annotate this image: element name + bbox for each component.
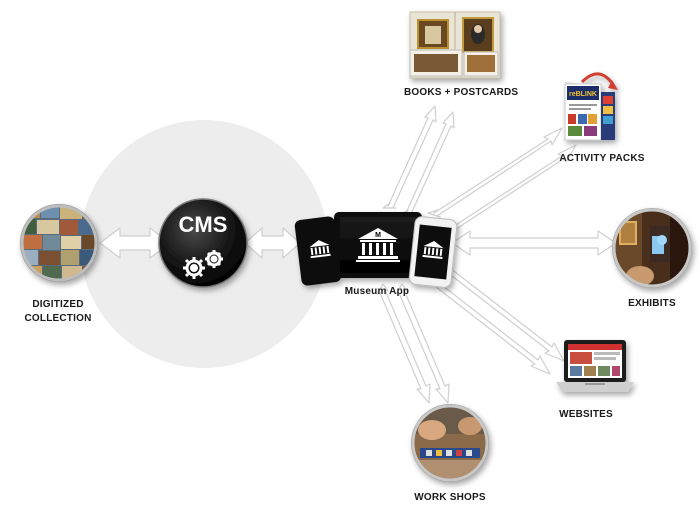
- websites-label: WEBSITES: [559, 409, 613, 420]
- books-postcards-image: [409, 11, 501, 79]
- arrow-app-workshops: [376, 283, 450, 404]
- gears-icon: [183, 250, 223, 279]
- exhibits-label: EXHIBITS: [628, 298, 676, 309]
- svg-text:reBLINK: reBLINK: [569, 91, 597, 98]
- museum-building-icon-small-right: [422, 241, 444, 260]
- exhibits-image: [612, 208, 692, 288]
- museum-app-label: Museum App: [344, 286, 410, 297]
- digitized-collection-image: [20, 204, 98, 282]
- activity-packs-label: ACTIVITY PACKS: [559, 153, 645, 164]
- arrow-app-exhibits: [451, 230, 617, 256]
- digitized-collection-label: DIGITIZED COLLECTION: [24, 299, 92, 324]
- museum-building-icon: M: [356, 228, 400, 262]
- cms-label: CMS: [178, 212, 228, 237]
- work-shops-label: WORK SHOPS: [414, 492, 486, 503]
- arrows: [99, 105, 617, 404]
- websites-image: [556, 340, 634, 392]
- arrow-app-activity: [427, 127, 577, 233]
- phone-left: [294, 216, 342, 286]
- cms-node: [158, 198, 248, 288]
- books-postcards-label: BOOKS + POSTCARDS: [404, 87, 519, 98]
- activity-packs-image: reBLINK: [564, 72, 618, 141]
- work-shops-image: [411, 404, 489, 482]
- svg-text:M: M: [375, 232, 381, 239]
- arrow-app-books: [382, 105, 455, 215]
- museum-building-icon-small-left: [309, 240, 331, 259]
